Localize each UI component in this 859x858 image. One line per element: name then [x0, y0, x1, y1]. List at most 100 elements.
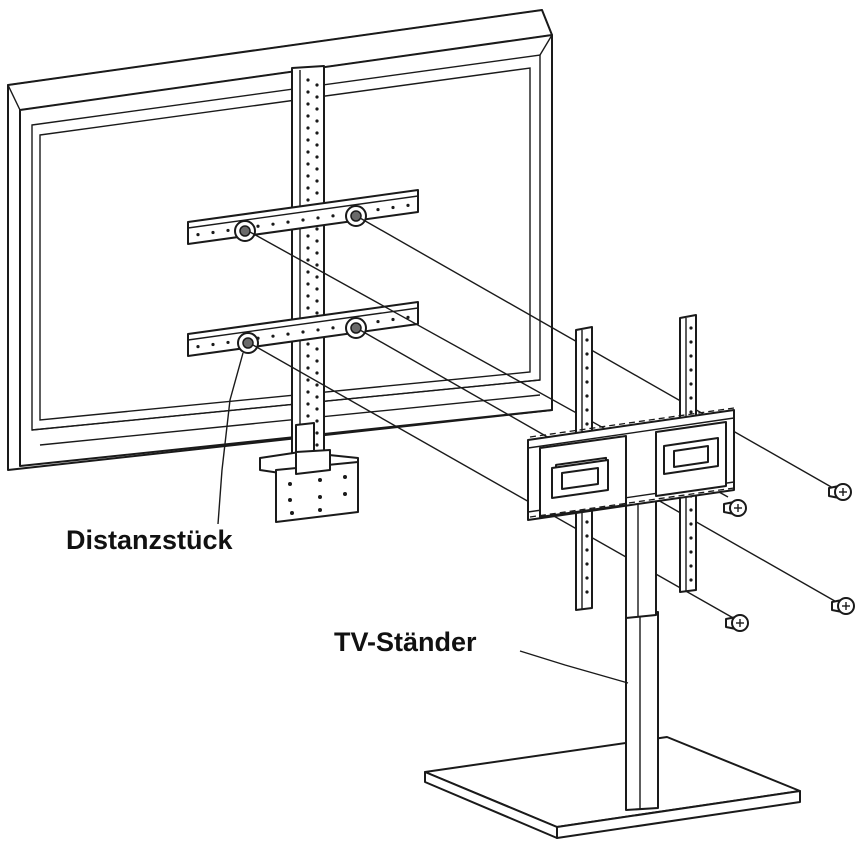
bracket-hole: [315, 83, 319, 87]
rail-hole: [211, 342, 215, 347]
upright-hole: [585, 338, 589, 342]
rail-hole: [301, 218, 305, 222]
bracket-foot: [259, 422, 359, 523]
bracket-hole: [315, 443, 319, 447]
bracket-hole: [306, 366, 310, 370]
upright-hole: [689, 340, 693, 344]
bracket-hole: [315, 383, 319, 387]
upright-hole: [689, 368, 693, 372]
stand-mount-plate: [527, 409, 735, 521]
bracket-hole: [306, 234, 310, 238]
upright-hole: [585, 534, 589, 538]
bracket-hole: [306, 402, 310, 406]
screw-4: [725, 614, 749, 632]
rail-hole: [316, 328, 320, 332]
bracket-hole: [306, 138, 310, 142]
bracket-hole: [315, 299, 319, 303]
bracket-hole: [306, 186, 310, 190]
bracket-hole: [306, 378, 310, 382]
rail-hole: [376, 319, 380, 324]
bracket-hole: [315, 431, 319, 435]
stand-label: TV-Ständer: [334, 627, 477, 657]
bracket-hole: [315, 407, 319, 411]
rail-hole: [271, 222, 275, 226]
rail-hole: [391, 205, 395, 210]
spacer-lower-right: [345, 317, 367, 339]
upright-hole: [689, 508, 693, 512]
bracket-hole: [315, 311, 319, 315]
upright-hole: [585, 576, 589, 580]
tv-vertical-bracket: [291, 65, 325, 456]
upright-hole: [689, 564, 693, 568]
stand-leader-line: [519, 650, 629, 684]
bracket-hole: [315, 239, 319, 243]
rail-hole: [226, 228, 230, 233]
bracket-hole: [315, 227, 319, 231]
upright-hole: [585, 394, 589, 398]
bracket-hole: [306, 258, 310, 262]
spacer-lower-left: [237, 332, 259, 354]
bracket-hole: [315, 263, 319, 267]
bracket-hole: [315, 107, 319, 111]
bracket-hole: [315, 167, 319, 171]
bracket-hole: [306, 390, 310, 394]
rail-hole: [196, 345, 200, 349]
rail-hole: [391, 317, 395, 322]
upright-hole: [689, 536, 693, 540]
bracket-hole: [315, 191, 319, 195]
bracket-hole: [306, 282, 310, 286]
rail-hole: [301, 330, 305, 334]
upright-hole: [689, 410, 693, 414]
spacer-label: Distanzstück: [66, 525, 233, 555]
bracket-hole: [306, 114, 310, 118]
upright-hole: [689, 396, 693, 400]
upright-hole: [585, 380, 589, 384]
upright-hole: [585, 548, 589, 552]
rail-hole: [196, 233, 200, 237]
bracket-hole: [306, 78, 310, 82]
rail-hole: [316, 216, 320, 220]
screw-3: [831, 597, 855, 615]
spacer-upper-left: [234, 220, 256, 242]
bracket-hole: [306, 90, 310, 94]
screw-1: [828, 483, 852, 501]
upright-hole: [585, 422, 589, 426]
bracket-hole: [315, 95, 319, 99]
upright-hole: [585, 408, 589, 412]
bracket-hole: [315, 179, 319, 183]
bracket-hole: [306, 174, 310, 178]
bracket-hole: [306, 354, 310, 358]
tv-back: [6, 9, 553, 471]
bracket-hole: [315, 131, 319, 135]
stand-column: [625, 423, 659, 811]
bracket-hole: [306, 342, 310, 346]
bracket-hole: [306, 306, 310, 310]
bracket-hole: [315, 419, 319, 423]
bracket-hole: [315, 347, 319, 351]
hidden-lines: [529, 407, 735, 518]
upright-hole: [689, 354, 693, 358]
bracket-hole: [306, 414, 310, 418]
bracket-hole: [315, 287, 319, 291]
bracket-hole: [315, 251, 319, 255]
upright-hole: [689, 326, 693, 330]
bracket-hole: [306, 102, 310, 106]
spacer-upper-right: [345, 205, 367, 227]
upright-hole: [585, 352, 589, 356]
bracket-hole: [306, 246, 310, 250]
bracket-hole: [315, 395, 319, 399]
bracket-hole: [306, 150, 310, 154]
bracket-hole: [306, 198, 310, 202]
rail-hole: [286, 220, 290, 224]
bracket-hole: [315, 143, 319, 147]
stand-base: [424, 736, 801, 839]
upright-hole: [689, 550, 693, 554]
rail-hole: [406, 203, 410, 207]
bracket-hole: [315, 155, 319, 159]
bracket-hole: [315, 275, 319, 279]
screw-2: [723, 499, 747, 517]
bracket-hole: [306, 162, 310, 166]
rail-hole: [256, 224, 260, 228]
